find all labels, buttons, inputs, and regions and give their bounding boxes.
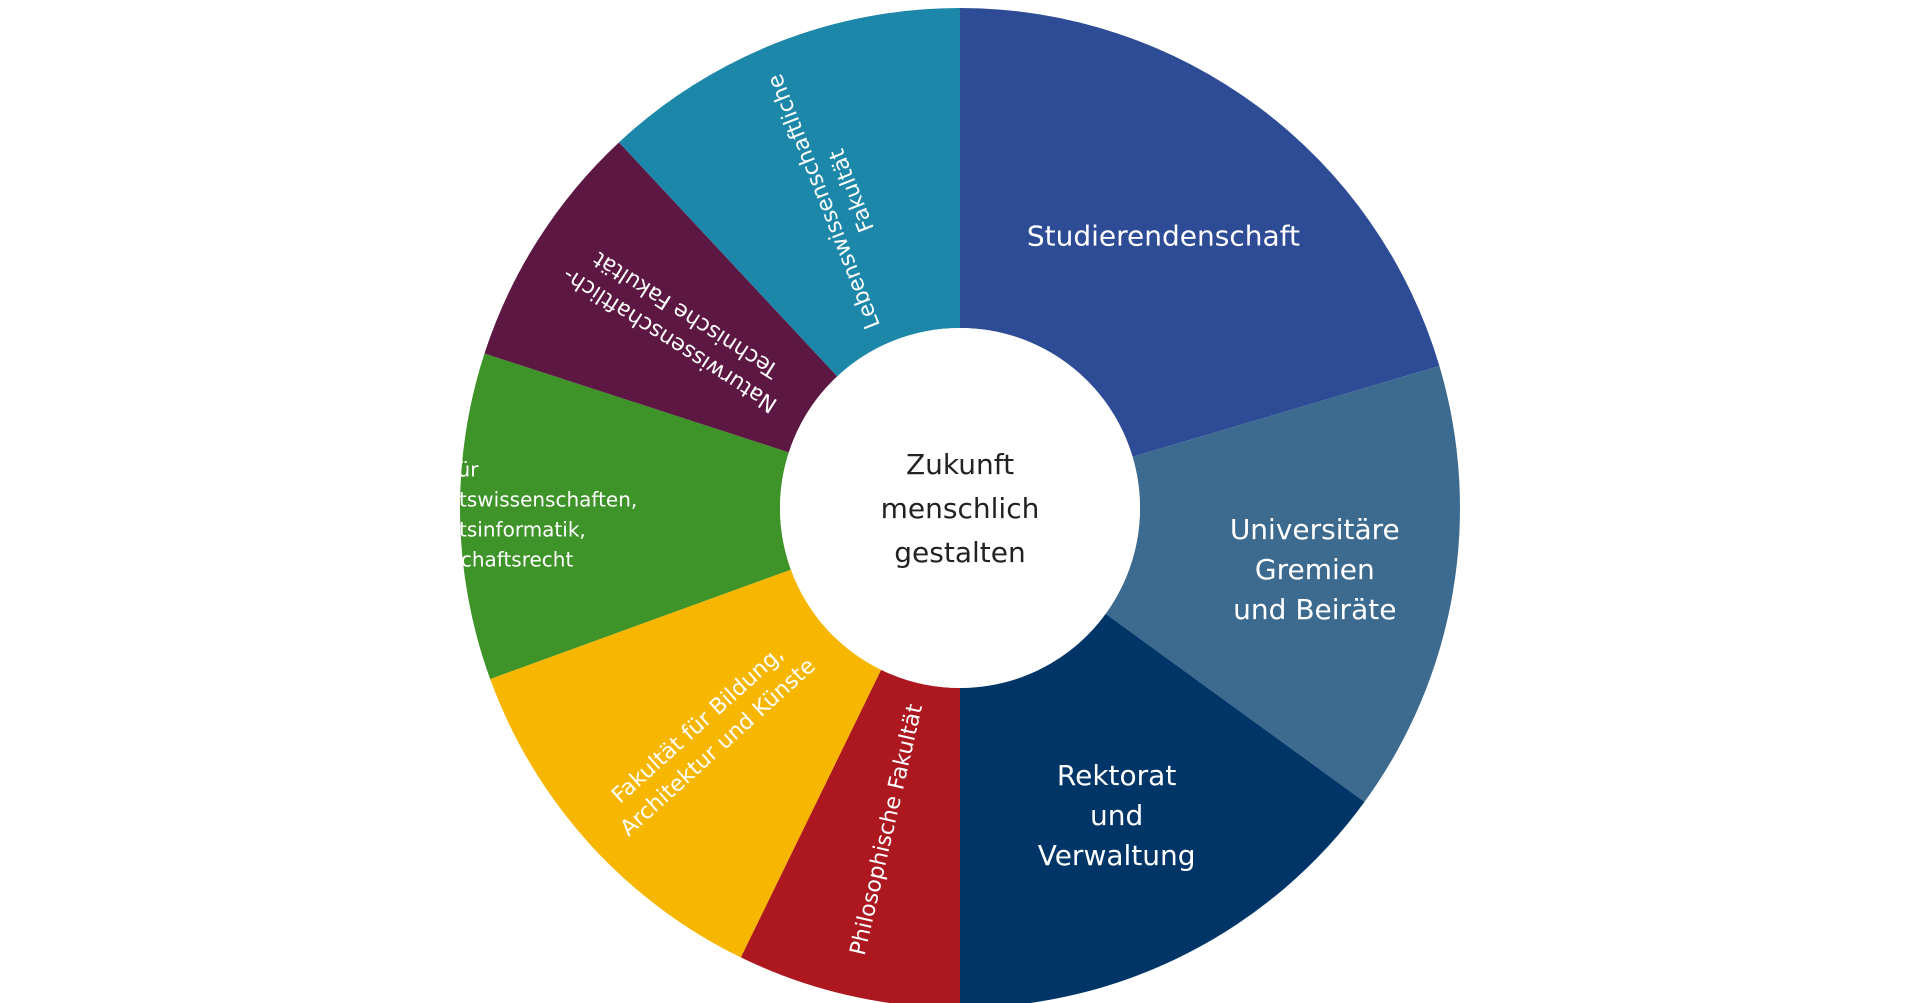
center-label-line: gestalten — [894, 536, 1025, 569]
segment-label-line: und Wirtschaftsrecht — [365, 547, 573, 571]
center-circle — [780, 328, 1140, 688]
center-label-line: Zukunft — [906, 448, 1014, 481]
segment-fakultaet-bildung — [490, 569, 882, 958]
segment-universitaere-gremien — [1105, 365, 1461, 802]
segment-label-line: Verwaltung — [1038, 839, 1196, 872]
segment-label-line: und Beiräte — [1233, 593, 1396, 626]
segment-label-studierendenschaft: Studierendenschaft — [1027, 219, 1300, 252]
segment-fakultaet-wirtschaft — [460, 353, 791, 680]
segment-label-line: Rektorat — [1057, 759, 1176, 792]
segment-label-line: Studierendenschaft — [1027, 219, 1300, 252]
segment-label-line: und — [1090, 799, 1143, 832]
segment-philosophische-fakultaet — [740, 669, 960, 1003]
segment-label-line: Fakultät für — [365, 457, 479, 481]
segment-studierendenschaft — [960, 8, 1440, 457]
center-label-text: Zukunft menschlich gestalten — [881, 448, 1040, 569]
segment-rektorat-verwaltung — [960, 613, 1365, 1003]
segment-label-line: Gremien — [1255, 553, 1375, 586]
center-label: Zukunft menschlich gestalten — [881, 448, 1040, 569]
segment-label-line: Wirtschaftsinformatik, — [365, 517, 586, 541]
segment-naturwissenschaftlich-technische — [484, 142, 838, 453]
segment-label-line: Wirtschaftswissenschaften, — [365, 487, 637, 511]
segment-label-line: Universitäre — [1230, 513, 1400, 546]
segment-lebenswissenschaftliche — [619, 8, 960, 377]
center-label-line: menschlich — [881, 492, 1040, 525]
